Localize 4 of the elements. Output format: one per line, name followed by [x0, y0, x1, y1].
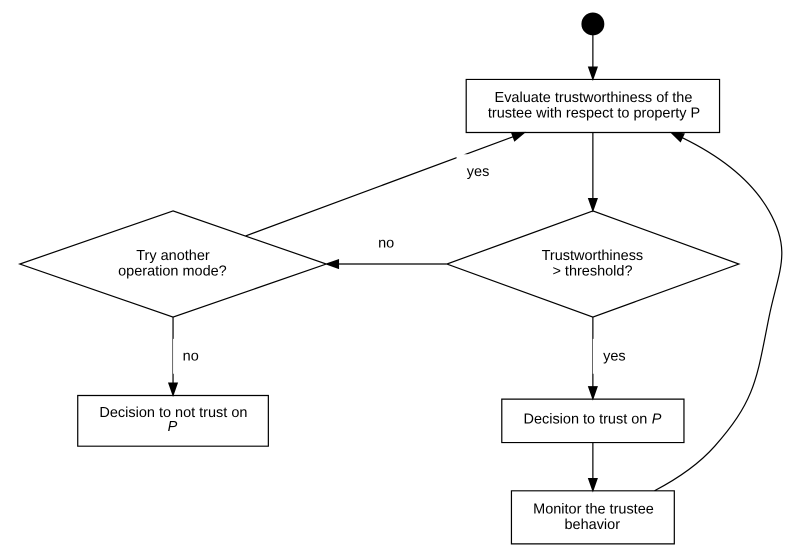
edge-label: yes	[466, 164, 490, 180]
edge-label: no	[378, 235, 394, 252]
edge-label: yes	[603, 348, 626, 365]
edge-label: no	[182, 348, 199, 365]
